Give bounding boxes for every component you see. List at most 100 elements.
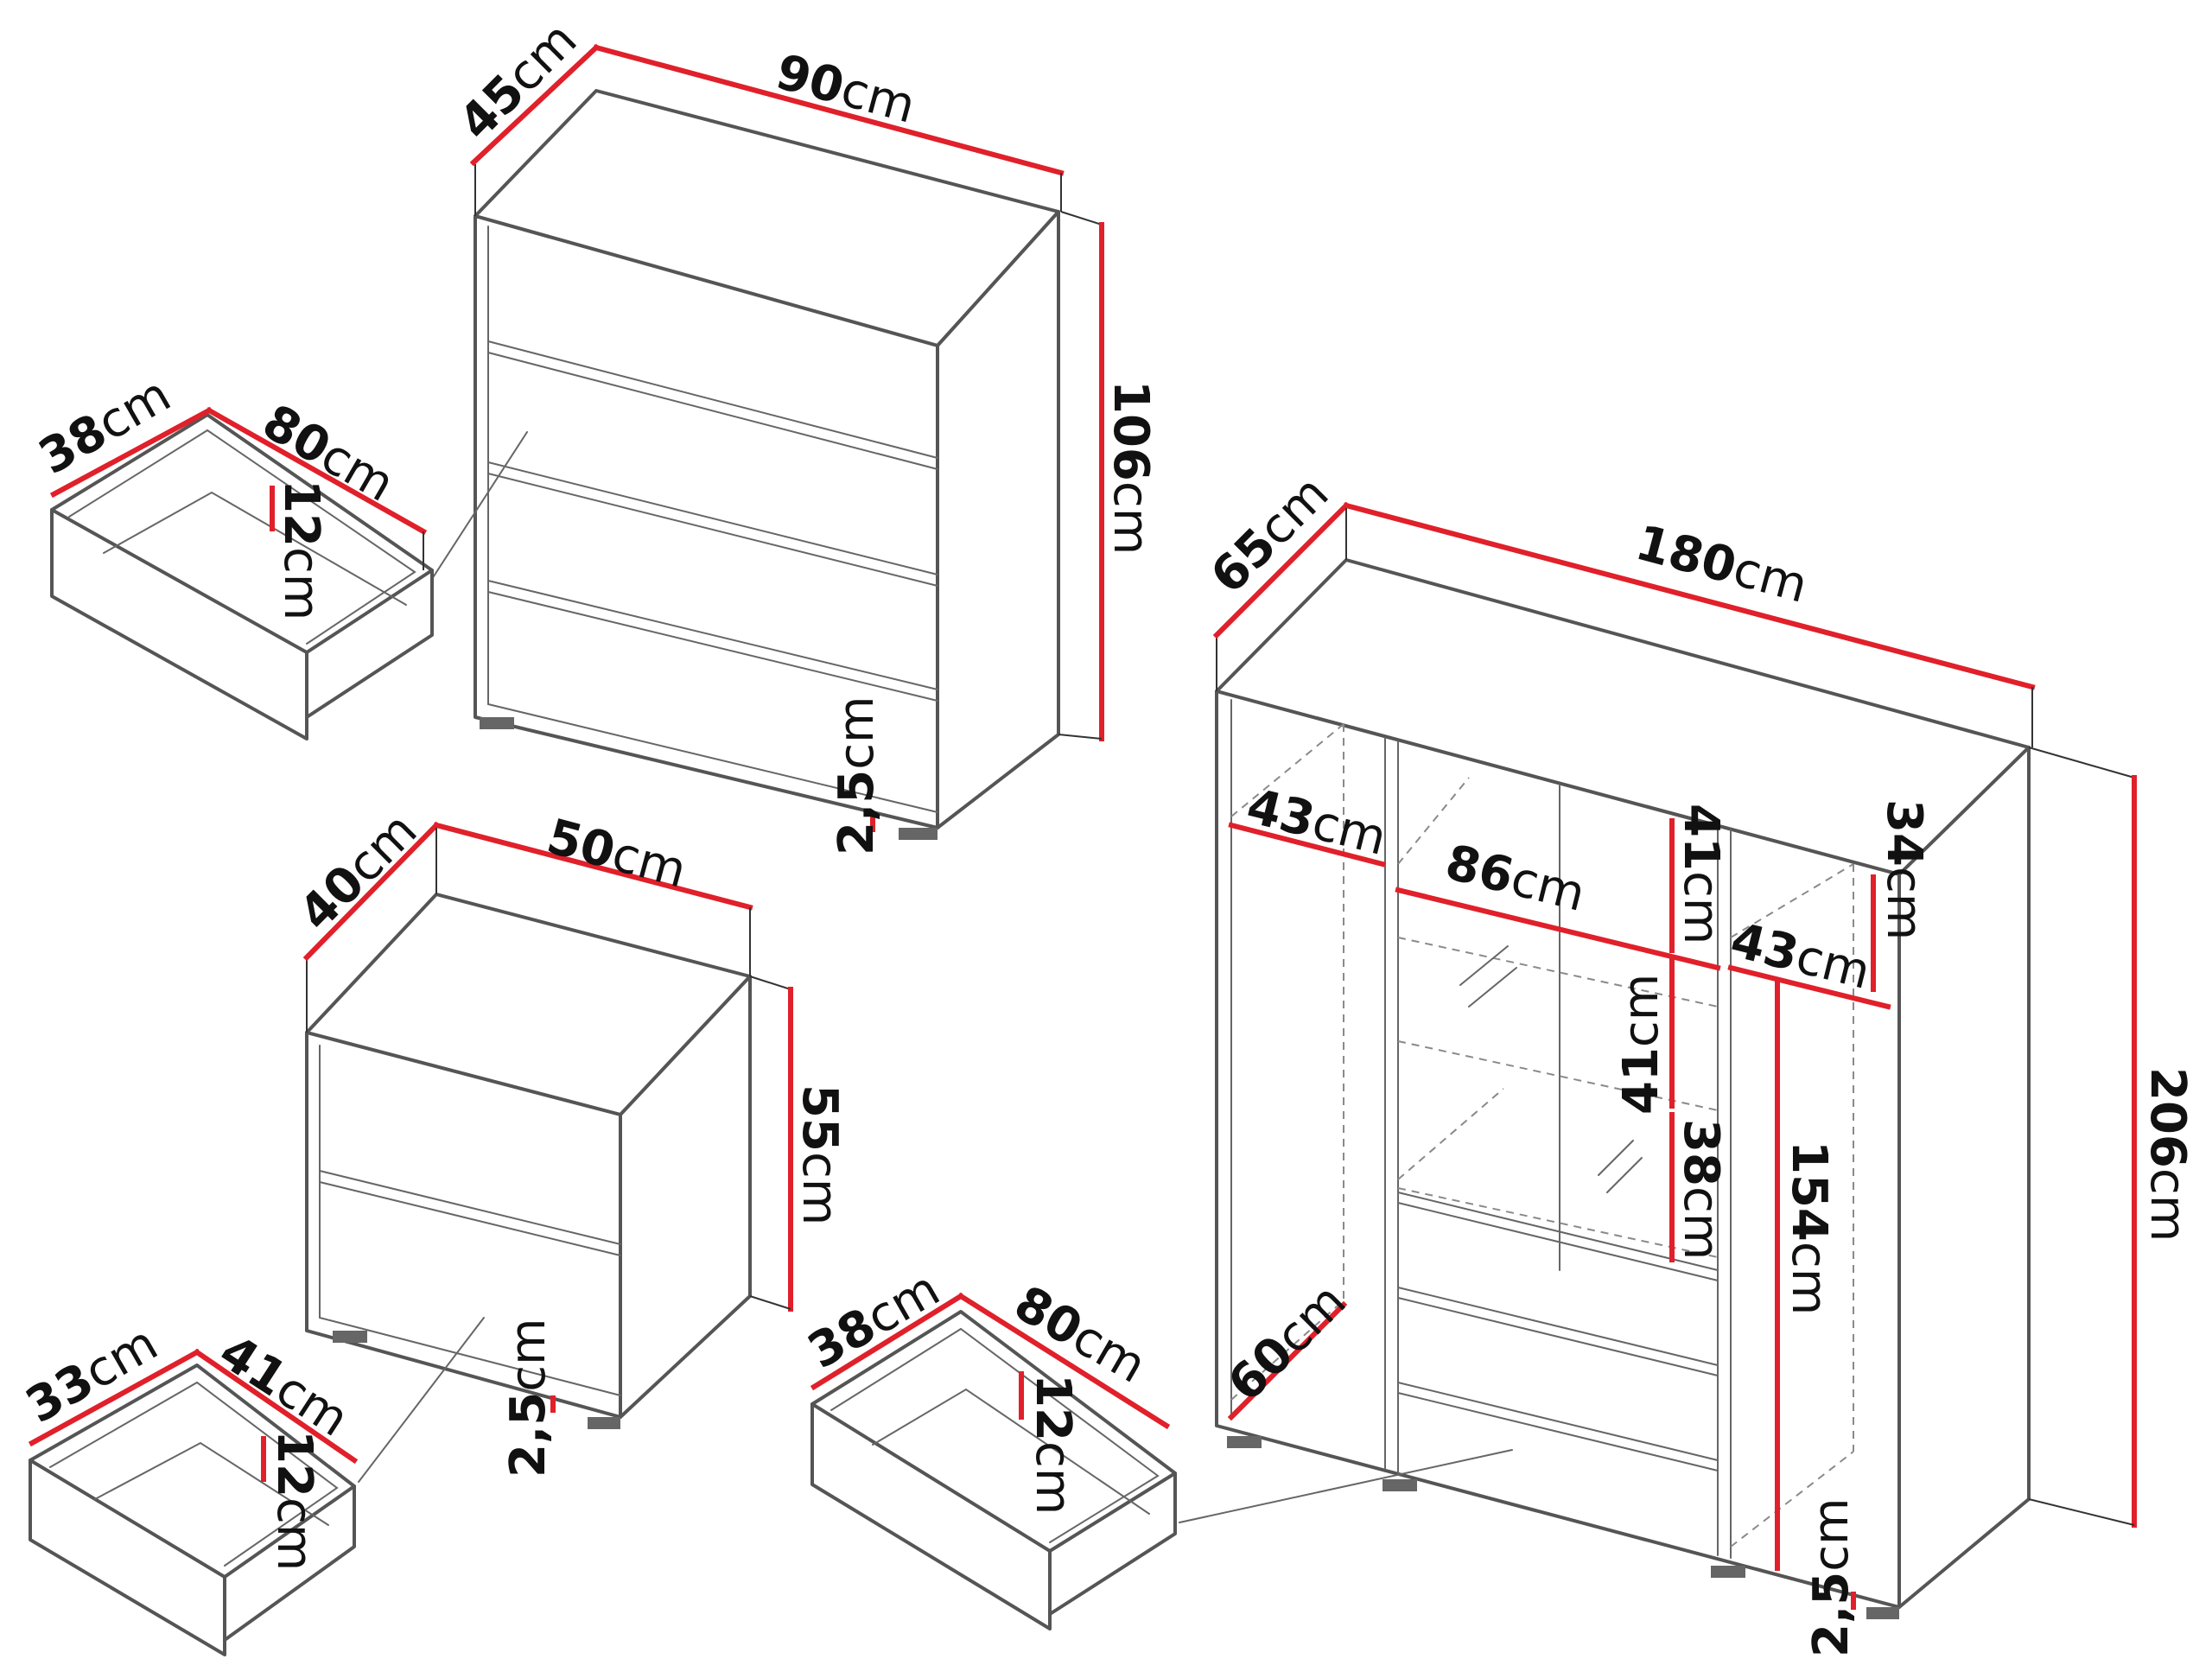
wardrobe-depth-dim bbox=[1212, 501, 1351, 639]
wardrobe-drawer3-topb bbox=[1397, 1392, 1719, 1471]
wardrobe-width-label: 180cm bbox=[1630, 515, 1813, 614]
wardrobe-left-bottom bbox=[1230, 1300, 1344, 1401]
wardrobe-glass-mark-4 bbox=[1606, 1157, 1643, 1193]
chest-drawer-front bbox=[50, 508, 308, 741]
nightstand-drawer-gap-b bbox=[319, 1181, 621, 1256]
wardrobe-foot-right bbox=[1866, 1607, 1899, 1619]
wardrobe-right-shelf-dim bbox=[1727, 964, 1891, 1010]
wardrobe-drawer1-topb bbox=[1397, 1202, 1719, 1281]
nightstand-drawer-side bbox=[223, 1484, 356, 1642]
wardrobe-left-top bbox=[1230, 723, 1344, 817]
wardrobe-right-bottom bbox=[1730, 1451, 1854, 1548]
chest-drawer-gap-3b bbox=[487, 591, 938, 702]
wardrobe-drawer-depth-label: 38cm bbox=[799, 1261, 950, 1380]
wardrobe-drawer-front bbox=[810, 1402, 1052, 1630]
chest-plinth-label: 2,5cm bbox=[829, 696, 885, 855]
nightstand-drawer-depth-dim bbox=[28, 1348, 201, 1447]
wardrobe-left-depth-dim bbox=[1227, 1300, 1348, 1421]
wardrobe-drawer1-top bbox=[1397, 1192, 1719, 1271]
wardrobe-height-ext-bot bbox=[2028, 1498, 2135, 1526]
nightstand-drawer-rim bbox=[29, 1363, 356, 1488]
nightstand-drawer: 33cm 41cm 12cm bbox=[17, 1315, 359, 1656]
wardrobe-mid-top bbox=[1397, 777, 1470, 865]
wardrobe: 65cm 180cm 206cm 2,5cm 43cm 60cm 86cm 41… bbox=[1179, 465, 2196, 1657]
nightstand: 40cm 50cm 55cm 2,5cm bbox=[289, 802, 848, 1483]
nightstand-width-dim bbox=[433, 822, 753, 911]
chest-depth-dim bbox=[469, 43, 601, 167]
nightstand-height-ext-bot bbox=[749, 1295, 791, 1310]
wardrobe-middle-mid-label: 41cm bbox=[1613, 974, 1669, 1115]
chest-leader bbox=[431, 431, 528, 580]
wardrobe-middle-top-label: 41cm bbox=[1673, 804, 1729, 944]
nightstand-leader bbox=[358, 1317, 485, 1483]
chest-plinth-line bbox=[487, 703, 938, 813]
nightstand-width-label: 50cm bbox=[541, 809, 692, 899]
wardrobe-height-ext-top bbox=[2028, 747, 2135, 779]
wardrobe-foot-left bbox=[1227, 1436, 1262, 1448]
chest-foot-left bbox=[480, 717, 514, 729]
wardrobe-drawer2-top bbox=[1397, 1287, 1719, 1366]
chest-height-ext-top bbox=[1060, 211, 1103, 226]
nightstand-drawer-width-dim bbox=[193, 1348, 359, 1465]
chest-drawer-gap-1b bbox=[487, 352, 938, 470]
chest-width-dim bbox=[593, 44, 1065, 176]
chest-drawer: 38cm 80cm 12cm bbox=[30, 366, 434, 741]
chest-width-label: 90cm bbox=[770, 44, 921, 135]
chest-drawer-gap-2 bbox=[487, 461, 938, 575]
chest-drawer-depth-dim bbox=[49, 406, 213, 499]
wardrobe-drawer-rim bbox=[810, 1310, 1177, 1475]
nightstand-drawer-front bbox=[29, 1459, 226, 1656]
nightstand-foot-right bbox=[588, 1417, 620, 1429]
wardrobe-right-hang-label: 154cm bbox=[1781, 1141, 1837, 1315]
wardrobe-right-top bbox=[1730, 863, 1854, 938]
chest-drawer-side bbox=[305, 569, 434, 719]
wardrobe-foot-mid2 bbox=[1711, 1566, 1745, 1578]
chest-drawer-floor bbox=[103, 491, 407, 606]
wardrobe-glass-mark-3 bbox=[1598, 1140, 1634, 1176]
nightstand-depth-label: 40cm bbox=[289, 802, 428, 941]
wardrobe-drawer3-top bbox=[1397, 1382, 1719, 1461]
wardrobe-foot-mid1 bbox=[1382, 1479, 1417, 1491]
wardrobe-mid-diag bbox=[1397, 1088, 1504, 1180]
nightstand-height-ext-top bbox=[749, 976, 791, 990]
chest-drawer-gap-2b bbox=[487, 473, 938, 587]
wardrobe-drawer2-topb bbox=[1397, 1297, 1719, 1376]
chest-drawer-gap-3 bbox=[487, 580, 938, 690]
chest-height-ext-bot bbox=[1058, 734, 1103, 740]
chest-drawer-gap-1 bbox=[487, 340, 938, 459]
nightstand-plinth-label: 2,5cm bbox=[500, 1318, 556, 1478]
chest-drawer-height-label: 12cm bbox=[273, 480, 329, 620]
chest-drawer-inner bbox=[68, 429, 416, 645]
wardrobe-drawer-height-label: 12cm bbox=[1025, 1374, 1081, 1515]
wardrobe-middle-width-dim bbox=[1395, 887, 1721, 971]
nightstand-foot-left bbox=[333, 1331, 367, 1343]
nightstand-plinth-line bbox=[319, 1317, 621, 1396]
wardrobe-left-shelf-dim bbox=[1228, 822, 1386, 868]
wardrobe-middle-low-label: 38cm bbox=[1673, 1119, 1729, 1260]
wardrobe-right-top-label: 34cm bbox=[1876, 799, 1932, 940]
wardrobe-drawer-floor bbox=[872, 1388, 1150, 1515]
chest-drawer-rim bbox=[50, 413, 434, 572]
wardrobe-height-label: 206cm bbox=[2139, 1067, 2196, 1242]
nightstand-height-label: 55cm bbox=[791, 1084, 848, 1225]
wardrobe-drawer-side bbox=[1048, 1471, 1177, 1616]
chest-foot-right bbox=[899, 828, 938, 840]
nightstand-drawer-floor bbox=[94, 1441, 329, 1526]
nightstand-drawer-depth-label: 33cm bbox=[17, 1315, 168, 1434]
nightstand-drawer-height-label: 12cm bbox=[266, 1430, 322, 1571]
wardrobe-glass-mark-1 bbox=[1459, 945, 1509, 986]
chest-drawer-width-label: 80cm bbox=[253, 394, 404, 513]
wardrobe-drawer-depth-dim bbox=[810, 1292, 965, 1391]
wardrobe-leader bbox=[1179, 1449, 1513, 1523]
wardrobe-drawer-inner bbox=[830, 1327, 1160, 1543]
nightstand-depth-dim bbox=[302, 821, 441, 962]
nightstand-drawer-inner bbox=[49, 1381, 339, 1567]
nightstand-drawer-gap bbox=[319, 1170, 621, 1245]
wardrobe-drawer-width-dim bbox=[957, 1292, 1171, 1430]
chest-of-drawers: 45cm 90cm 106cm 2,5cm bbox=[431, 11, 1159, 855]
wardrobe-width-dim bbox=[1343, 502, 2036, 690]
wardrobe-glass-mark-2 bbox=[1468, 967, 1517, 1007]
wardrobe-plinth-label: 2,5cm bbox=[1803, 1497, 1859, 1657]
wardrobe-drawer: 38cm 80cm 12cm bbox=[799, 1261, 1177, 1630]
